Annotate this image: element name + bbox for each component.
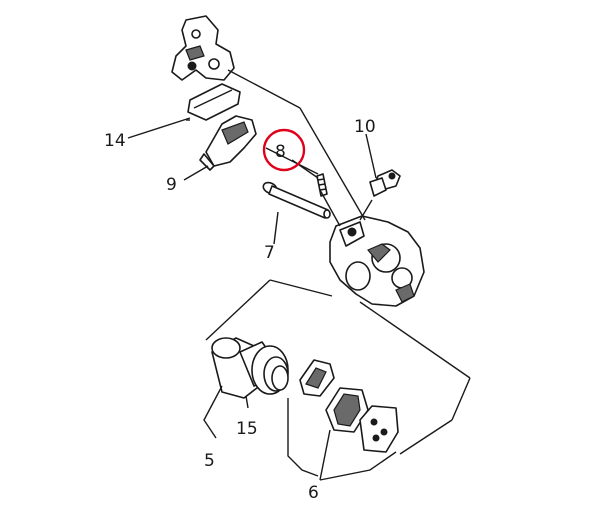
highlight-circle (262, 128, 306, 172)
part-9-pad-support (199, 115, 257, 171)
part-10-bleed-screw (369, 169, 401, 197)
caliper-body (329, 215, 425, 307)
callout-6: 6 (308, 483, 319, 503)
leader-lines (127, 117, 397, 481)
part-8-pin (316, 173, 328, 197)
part-14-shim (187, 83, 241, 121)
callout-15: 15 (236, 419, 258, 439)
callout-8: 8 (275, 142, 286, 162)
callout-14: 14 (104, 131, 126, 151)
part-6-brake-pads (325, 387, 399, 453)
pad-shim (299, 359, 335, 397)
callout-5: 5 (204, 451, 215, 471)
part-15-seal (251, 345, 289, 395)
callout-7: 7 (264, 243, 275, 263)
assembly-lines (186, 69, 471, 455)
callout-10: 10 (354, 117, 376, 137)
part-7-bolt (262, 181, 331, 219)
caliper-bracket (171, 15, 235, 81)
callout-9: 9 (166, 175, 177, 195)
